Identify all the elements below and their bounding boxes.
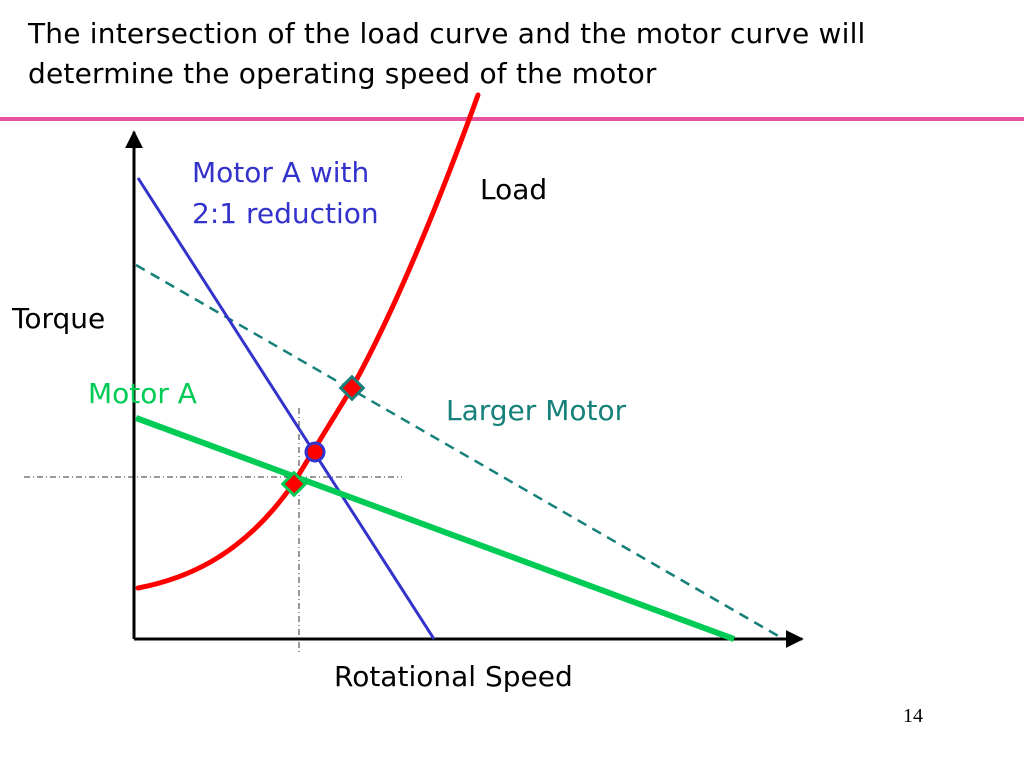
operating-point-larger-motor: [338, 374, 366, 402]
load-label: Load: [480, 173, 547, 206]
motor-a-curve: [134, 415, 736, 642]
slide-title: The intersection of the load curve and t…: [28, 14, 988, 94]
motor-a-reduction-curve: [136, 177, 436, 640]
motor-a-reduction-label-line-1: Motor A with: [192, 156, 369, 189]
motor-a-reduction-label-line-2: 2:1 reduction: [192, 197, 379, 230]
slide-title-line-2: determine the operating speed of the mot…: [28, 57, 657, 90]
torque-axis-label: Torque: [11, 302, 105, 335]
operating-point-motor-a-reduction: [304, 441, 326, 463]
speed-axis-label: Rotational Speed: [334, 660, 573, 693]
title-divider: [0, 117, 1024, 121]
larger-motor-label: Larger Motor: [446, 394, 627, 427]
larger-motor-curve: [135, 263, 781, 639]
slide-title-line-1: The intersection of the load curve and t…: [28, 17, 866, 50]
load-curve: [135, 92, 481, 591]
operating-point-motor-a: [280, 470, 308, 498]
motor-a-label: Motor A: [88, 377, 197, 410]
page-number: 14: [903, 705, 923, 727]
